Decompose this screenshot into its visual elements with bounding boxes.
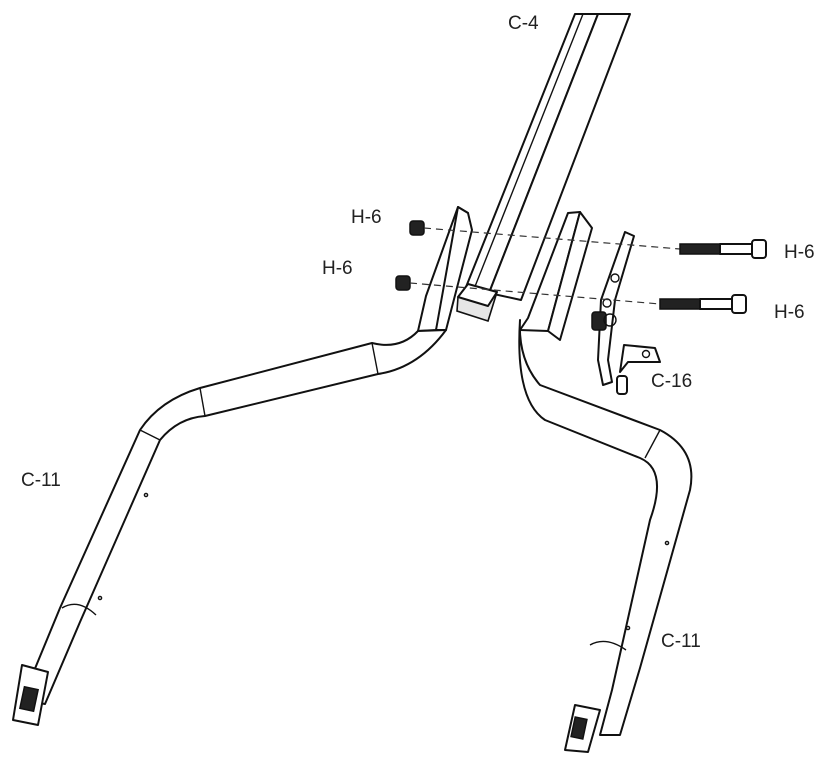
label-c16: C-16 bbox=[651, 371, 693, 392]
upper-tube-c4 bbox=[456, 13, 631, 323]
bracket-c16 bbox=[591, 231, 661, 395]
lower-tube-left-c11 bbox=[12, 206, 473, 726]
label-c11-right: C-11 bbox=[661, 631, 701, 652]
bolt-lower bbox=[659, 294, 747, 314]
label-h6-right-top: H-6 bbox=[784, 242, 815, 263]
label-c4: C-4 bbox=[508, 13, 539, 34]
label-h6-left-bottom: H-6 bbox=[322, 258, 353, 279]
hardware-h6 bbox=[395, 220, 767, 314]
lower-tube-right-c11 bbox=[518, 211, 693, 753]
bolt-upper bbox=[679, 239, 767, 259]
label-c11-left: C-11 bbox=[21, 470, 61, 491]
label-h6-right-bottom: H-6 bbox=[774, 302, 805, 323]
label-h6-left-top: H-6 bbox=[351, 207, 382, 228]
